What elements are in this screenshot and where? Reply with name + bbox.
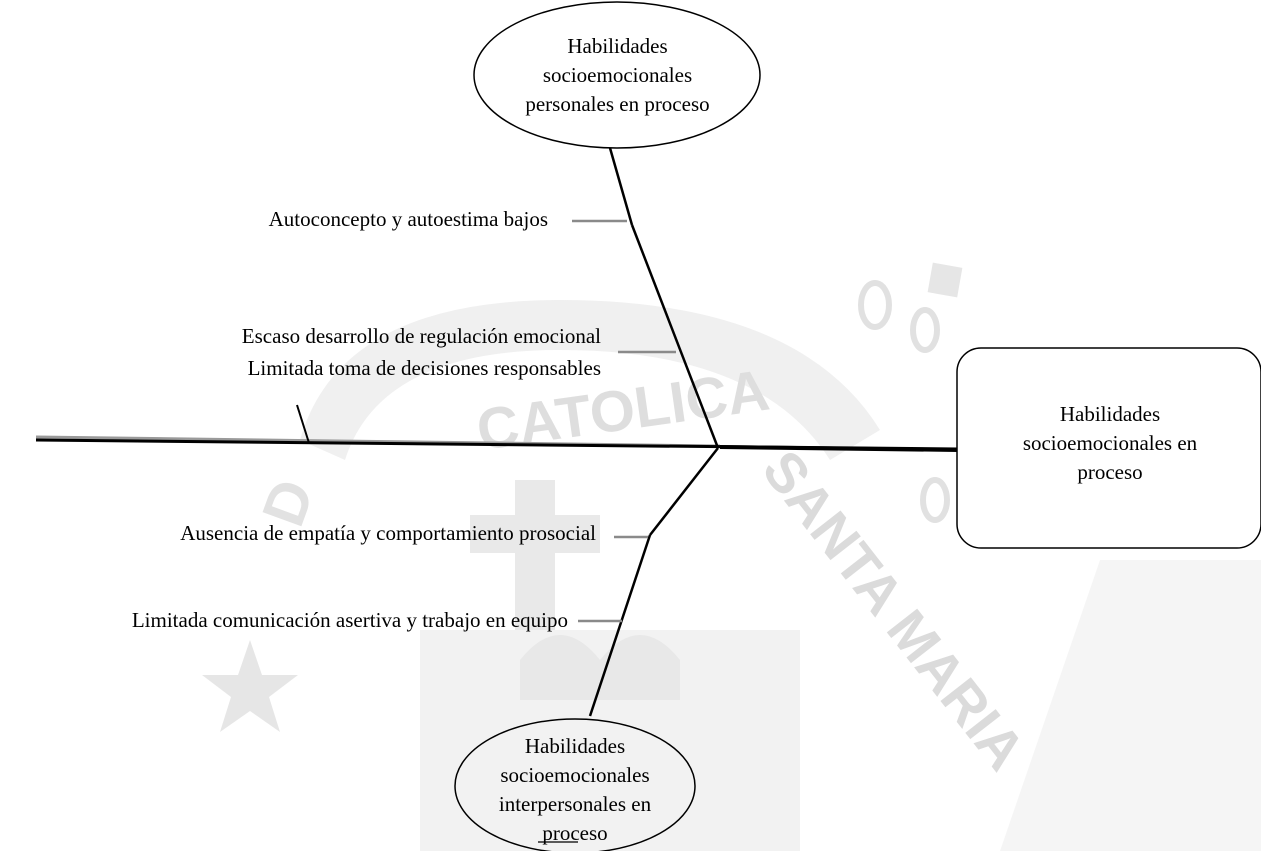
upper-bone-seg-1	[608, 147, 634, 226]
effect-line-2: socioemocionales en	[1022, 431, 1198, 455]
category-top-line-2: socioemocionales	[542, 63, 693, 87]
cause-regulacion: Escaso desarrollo de regulación emociona…	[241, 324, 601, 348]
category-top-line-3: personales en proceso	[525, 92, 710, 116]
category-bottom-line-4: proceso	[542, 821, 608, 845]
spine	[35, 404, 959, 452]
effect-label: Habilidades socioemocionales en proceso	[985, 400, 1235, 487]
effect-line-1: Habilidades	[1059, 402, 1161, 426]
watermark-star	[202, 640, 298, 732]
category-bottom-label: Habilidades socioemocionales interperson…	[465, 732, 685, 848]
category-top-line-1: Habilidades	[567, 34, 668, 58]
cause-empatia: Ausencia de empatía y comportamiento pro…	[180, 521, 596, 545]
watermark-cross-horizontal	[470, 515, 600, 553]
category-bottom-line-2: socioemocionales	[500, 763, 650, 787]
cause-comunicacion: Limitada comunicación asertiva y trabajo…	[131, 608, 568, 632]
upper-bone	[572, 147, 720, 449]
cause-autoconcepto: Autoconcepto y autoestima bajos	[268, 207, 548, 231]
spine-tick	[296, 404, 310, 444]
lower-bone	[578, 447, 719, 717]
watermark-ornament-top	[927, 262, 963, 298]
watermark-ornament-ring-1	[858, 280, 892, 330]
upper-bone-seg-2	[630, 224, 720, 449]
watermark-cross-vertical	[515, 480, 555, 630]
category-bottom-line-3: interpersonales en	[498, 792, 652, 816]
category-bottom-ellipse	[454, 718, 696, 851]
lower-bone-seg-1	[649, 447, 719, 536]
effect-box	[956, 347, 1261, 549]
watermark-ornament-ring-3	[920, 477, 950, 523]
watermark-ornament-ring-2	[910, 307, 940, 353]
category-top-ellipse	[473, 1, 761, 149]
category-top-label: Habilidades socioemocionales personales …	[480, 32, 755, 119]
watermark-edge-right	[1000, 560, 1261, 851]
spine-right-thick	[719, 445, 959, 452]
category-bottom-line-1: Habilidades	[524, 734, 626, 758]
watermark-shield	[420, 630, 800, 851]
cause-decisiones: Limitada toma de decisiones responsables	[247, 356, 601, 380]
watermark-crown	[520, 635, 680, 700]
lower-bone-seg-2	[588, 534, 652, 717]
effect-line-3: proceso	[1077, 460, 1143, 484]
